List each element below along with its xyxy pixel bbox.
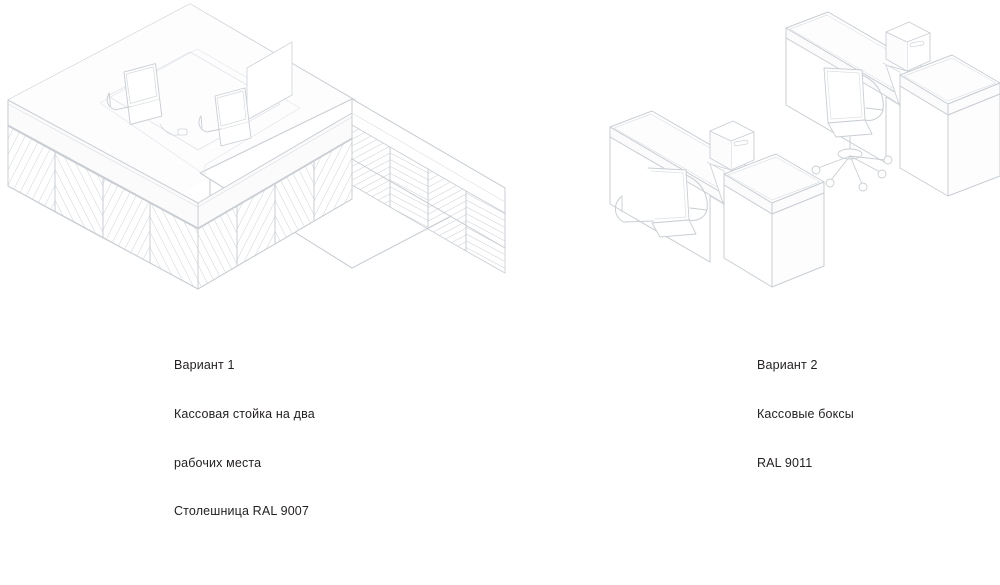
- pos-terminal-unit: [885, 21, 931, 72]
- caption-line: Столешница RAL 9007: [174, 504, 310, 519]
- caption-line: Кассовая стойка на два: [174, 407, 315, 422]
- caption-line: Вариант 1: [174, 358, 235, 373]
- caption-line: Вариант 2: [757, 358, 818, 373]
- caption-line: Кассовые боксы: [757, 407, 854, 422]
- variant-2-caption: Вариант 2 Кассовые боксы RAL 9011: [757, 325, 854, 503]
- variant-1-caption: Вариант 1 Кассовая стойка на два рабочих…: [174, 325, 315, 552]
- isometric-l-shaped-cashier-counter: [7, 3, 506, 290]
- office-chair: [615, 167, 708, 238]
- caption-line: RAL 9011: [757, 455, 813, 470]
- caption-line: рабочих места: [174, 455, 262, 470]
- office-chair-casters: [811, 67, 893, 192]
- pos-terminal-unit: [709, 120, 755, 171]
- isometric-parallel-cashier-boxes: [609, 11, 1000, 288]
